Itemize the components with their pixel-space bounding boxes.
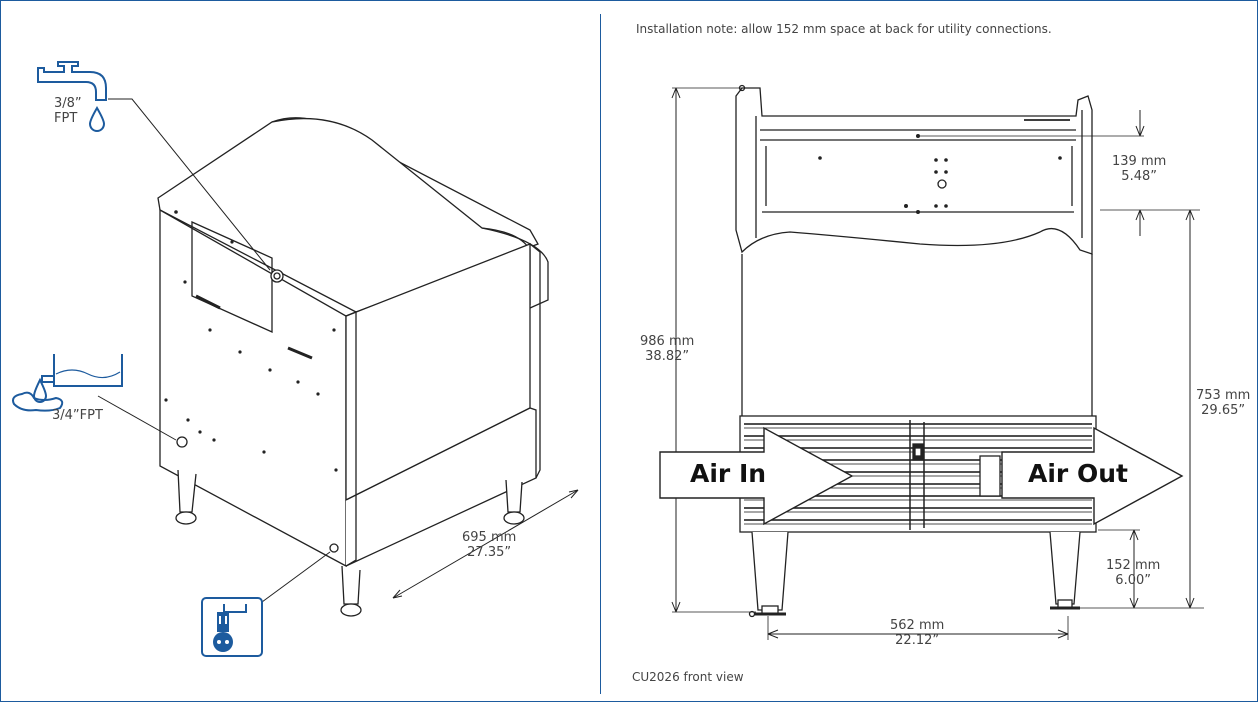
depth-mm: 695 mm (462, 530, 517, 545)
height-dimension: 986 mm 38.82” (640, 334, 694, 364)
front-view-ice-machine (671, 84, 1204, 640)
panel-divider (600, 14, 601, 694)
air-in-label: Air In (690, 459, 767, 488)
faucet-icon (37, 61, 107, 101)
top-in: 5.48” (1121, 169, 1157, 184)
water-inlet-label: 3/8” FPT (54, 96, 82, 126)
top-mm: 139 mm (1112, 154, 1167, 169)
isometric-ice-machine (97, 98, 579, 617)
installation-note: Installation note: allow 152 mm space at… (636, 22, 1052, 36)
air-out-label: Air Out (1028, 459, 1128, 488)
depth-in: 27.35” (467, 545, 512, 560)
power-plug-icon (201, 597, 263, 657)
drain-tank-icon (41, 354, 123, 387)
leg-mm: 152 mm (1106, 558, 1161, 573)
height-mm: 986 mm (640, 334, 695, 349)
figure-caption: CU2026 front view (632, 670, 744, 684)
drain-label: 3/4”FPT (52, 408, 103, 423)
lower-mm: 753 mm (1196, 388, 1251, 403)
air-out-arrow (1001, 426, 1184, 526)
height-in: 38.82” (645, 349, 690, 364)
water-inlet-size: 3/8” (54, 96, 82, 111)
lower-dimension: 753 mm 29.65” (1196, 388, 1250, 418)
water-inlet-type: FPT (54, 111, 78, 126)
width-in: 22.12” (895, 633, 940, 648)
lower-in: 29.65” (1201, 403, 1246, 418)
depth-dimension: 695 mm 27.35” (462, 530, 516, 560)
water-puddle-icon (12, 377, 64, 412)
top-dimension: 139 mm 5.48” (1112, 154, 1166, 184)
water-drop-icon (88, 106, 106, 132)
width-mm: 562 mm (890, 618, 945, 633)
width-dimension: 562 mm 22.12” (890, 618, 944, 648)
leg-dimension: 152 mm 6.00” (1106, 558, 1160, 588)
leg-in: 6.00” (1115, 573, 1151, 588)
air-in-arrow (659, 426, 854, 526)
